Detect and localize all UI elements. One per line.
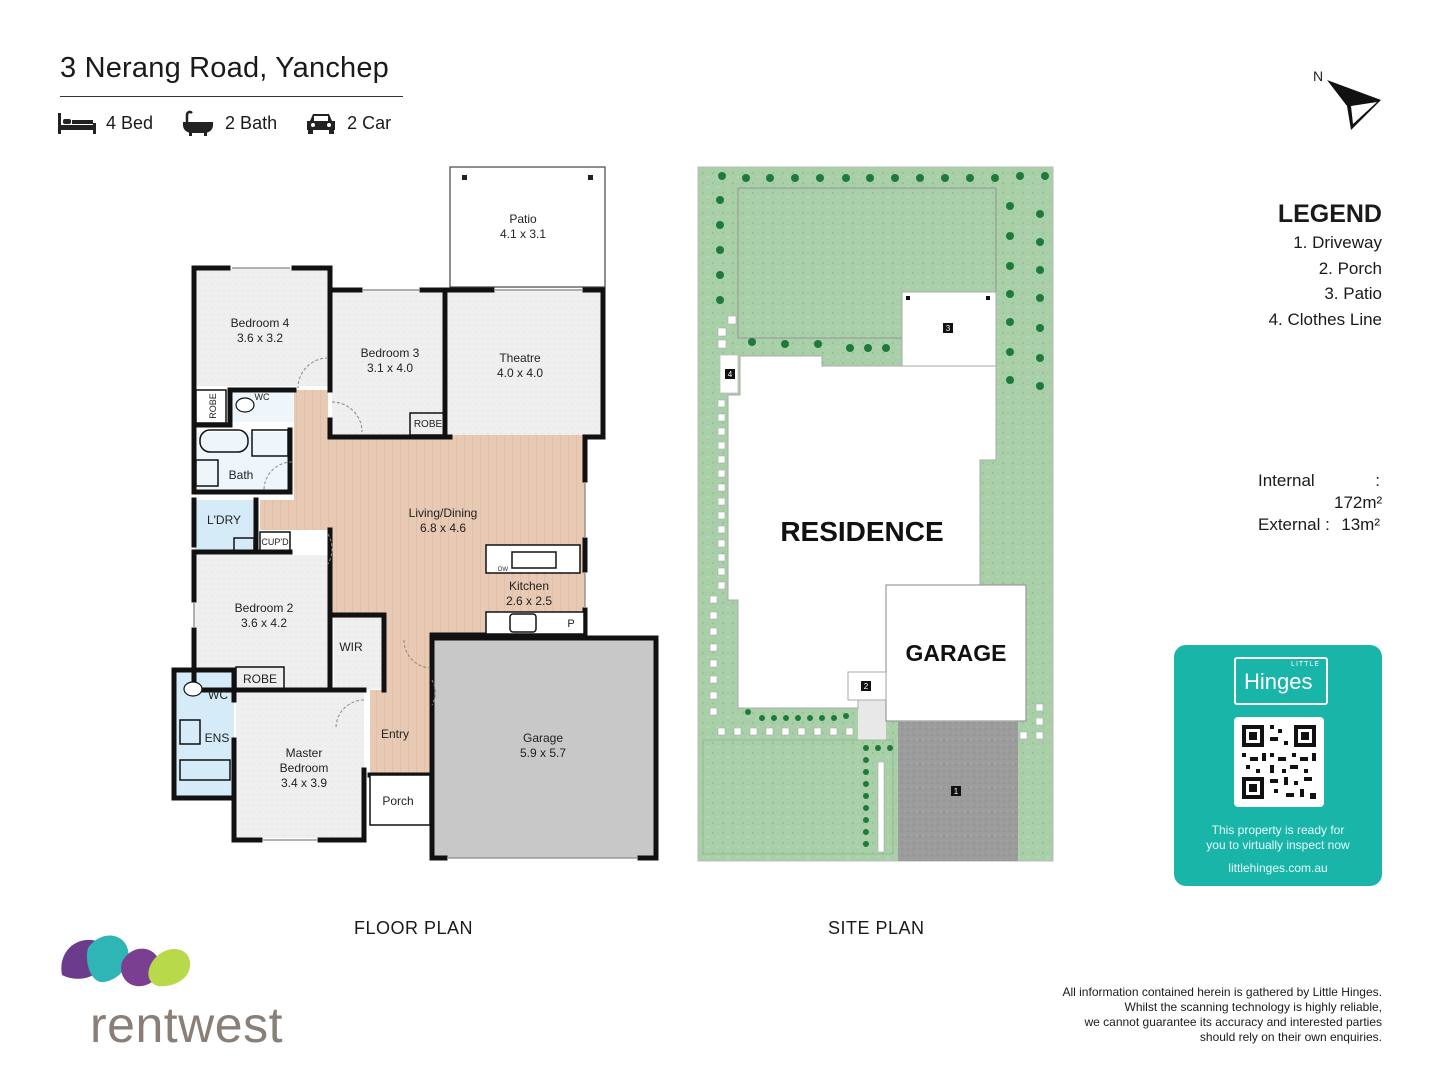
floor-plan-caption: FLOOR PLAN [354, 918, 474, 938]
floor-plan: Patio 4.1 x 3.1 Bedroom 4 3.6 x 3.2 Bedr… [171, 166, 659, 861]
site-plan: 1 2 3 4 RESIDENCE GARAGE [697, 166, 1054, 862]
marker-4: 4 [728, 370, 733, 379]
master-name-2: Bedroom [280, 761, 329, 775]
patio-size: 4.1 x 3.1 [500, 227, 546, 241]
external-area-value: 13m² [1341, 515, 1380, 534]
legend-item: 2. Porch [1318, 258, 1382, 278]
internal-area-label: Internal [1258, 471, 1315, 490]
wc-label: WC [255, 392, 270, 402]
laundry-label: L'DRY [207, 513, 241, 527]
bedroom2-name: Bedroom 2 [235, 601, 294, 615]
robe-bed4-label: ROBE [208, 393, 218, 419]
baths-stat: 2 Bath [181, 110, 277, 136]
kitchen-size: 2.6 x 2.5 [506, 594, 552, 608]
car-icon [307, 114, 336, 134]
area-summary: Internal : 172m² External : 13m² [1258, 470, 1383, 536]
master-size: 3.4 x 3.9 [281, 776, 327, 790]
robe-master-label: ROBE [243, 672, 277, 686]
garage-name: Garage [523, 731, 563, 745]
bath-label: Bath [229, 468, 254, 482]
garage-size: 5.9 x 5.7 [520, 746, 566, 760]
beds-stat: 4 Bed [58, 111, 153, 135]
disclaimer: All information contained herein is gath… [1062, 985, 1382, 1044]
ens-label: ENS [205, 731, 230, 745]
external-area-label: External : [1258, 515, 1330, 534]
title-divider [60, 96, 403, 97]
robe-bed3-label: ROBE [414, 419, 443, 430]
patio-name: Patio [509, 212, 537, 226]
property-stats: 4 Bed 2 Bath 2 Car [58, 110, 419, 136]
theatre-size: 4.0 x 4.0 [497, 366, 543, 380]
bedroom2-size: 3.6 x 4.2 [241, 616, 287, 630]
master-name-1: Master [286, 746, 323, 760]
property-address: 3 Nerang Road, Yanchep [60, 52, 390, 84]
kitchen-name: Kitchen [509, 579, 549, 593]
rentwest-logo-text: rentwest [90, 997, 283, 1053]
north-label: N [1313, 68, 1323, 84]
site-plan-caption: SITE PLAN [828, 918, 925, 938]
internal-area-value: : 172m² [1334, 471, 1383, 512]
living-size: 6.8 x 4.6 [420, 521, 466, 535]
cars-stat: 2 Car [305, 111, 391, 135]
site-garage-label: GARAGE [906, 640, 1007, 666]
bedroom3-name: Bedroom 3 [361, 346, 420, 360]
legend-list: 1. Driveway 2. Porch 3. Patio 4. Clothes… [1269, 230, 1382, 332]
theatre-name: Theatre [499, 351, 541, 365]
entry-label: Entry [381, 727, 409, 741]
little-hinges-logo: LITTLE Hinges [1234, 657, 1328, 705]
legend-item: 1. Driveway [1293, 233, 1382, 252]
legend-item: 4. Clothes Line [1268, 309, 1382, 329]
north-arrow-icon: N [1313, 68, 1381, 130]
legend-item: 3. Patio [1324, 284, 1382, 304]
dw-label: DW [498, 567, 508, 573]
beds-label: 4 Bed [106, 112, 154, 133]
virtual-tour-card[interactable]: LITTLE Hinges This property is ready for… [1174, 645, 1382, 886]
bathtub-icon [183, 110, 214, 136]
little-hinges-website[interactable]: littlehinges.com.au [1228, 861, 1328, 875]
marker-3: 3 [946, 324, 951, 333]
cars-label: 2 Car [347, 112, 392, 133]
virtual-inspect-message: This property is ready for you to virtua… [1206, 823, 1350, 852]
cupd-label: CUP'D [261, 537, 289, 547]
bed-icon [58, 113, 96, 134]
bedroom4-size: 3.6 x 3.2 [237, 331, 283, 345]
pantry-label: P [567, 618, 574, 630]
bedroom3-size: 3.1 x 4.0 [367, 361, 413, 375]
porch-label: Porch [382, 794, 413, 808]
marker-2: 2 [864, 682, 869, 691]
living-name: Living/Dining [409, 506, 478, 520]
rentwest-logo-mark [61, 935, 191, 987]
residence-label: RESIDENCE [780, 516, 943, 547]
baths-label: 2 Bath [225, 112, 278, 133]
bedroom4-name: Bedroom 4 [231, 316, 290, 330]
qr-code-icon[interactable] [1234, 717, 1324, 807]
ens-wc-label: WC [208, 688, 228, 702]
wir-label: WIR [339, 640, 363, 654]
marker-1: 1 [954, 787, 959, 796]
legend-title: LEGEND [1277, 200, 1382, 228]
